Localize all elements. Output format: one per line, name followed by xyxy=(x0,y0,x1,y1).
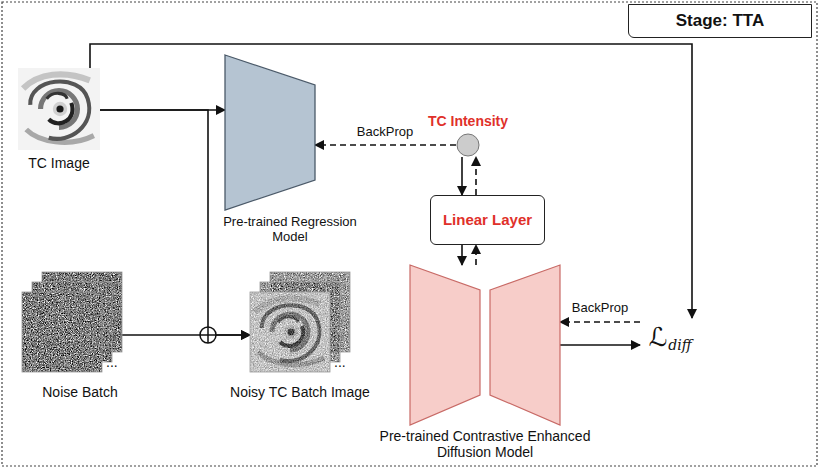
node-outline xyxy=(410,265,560,425)
node-text: Stage: TTA xyxy=(676,11,764,31)
ellipsis-label: ... xyxy=(334,354,346,370)
node-text: ℒ xyxy=(648,323,667,353)
backprop-arrow xyxy=(560,321,640,323)
node-outline xyxy=(18,68,100,150)
flow-arrow xyxy=(560,344,640,346)
edge-label: BackProp xyxy=(570,301,630,316)
sum-symbol xyxy=(200,327,216,343)
node-caption: Pre-trained Regression Model xyxy=(210,215,370,245)
backprop-arrow xyxy=(475,245,477,265)
flow-arrow xyxy=(461,157,463,195)
node-outline xyxy=(456,133,480,157)
node-caption: TC Image xyxy=(0,155,119,171)
node-caption: TC Intensity xyxy=(428,113,508,129)
intensity-circle: TC Intensity xyxy=(456,133,480,157)
linear-layer-box: Linear Layer xyxy=(430,195,545,245)
node-text: Linear Layer xyxy=(443,211,532,228)
edge-label: BackProp xyxy=(355,125,415,140)
backprop-arrow xyxy=(315,144,456,146)
node-caption: Pre-trained Contrastive Enhanced Diffusi… xyxy=(360,428,610,460)
flow-arrow xyxy=(122,334,250,336)
stage-box: Stage: TTA xyxy=(628,4,812,38)
flow-arrow xyxy=(461,245,463,265)
tc-image: TC Image xyxy=(18,68,100,150)
node-caption: Noisy TC Batch Image xyxy=(205,384,395,400)
ellipsis-label: ... xyxy=(106,354,118,370)
node-caption: Noise Batch xyxy=(10,384,150,400)
diffusion-model: Pre-trained Contrastive Enhanced Diffusi… xyxy=(410,265,560,425)
flow-arrow xyxy=(90,44,692,318)
loss-term: ℒdiff xyxy=(640,318,700,358)
node-text: diff xyxy=(668,337,691,353)
regression-model: Pre-trained Regression Model xyxy=(225,55,315,210)
node-outline xyxy=(225,55,315,210)
backprop-arrow xyxy=(475,157,477,195)
